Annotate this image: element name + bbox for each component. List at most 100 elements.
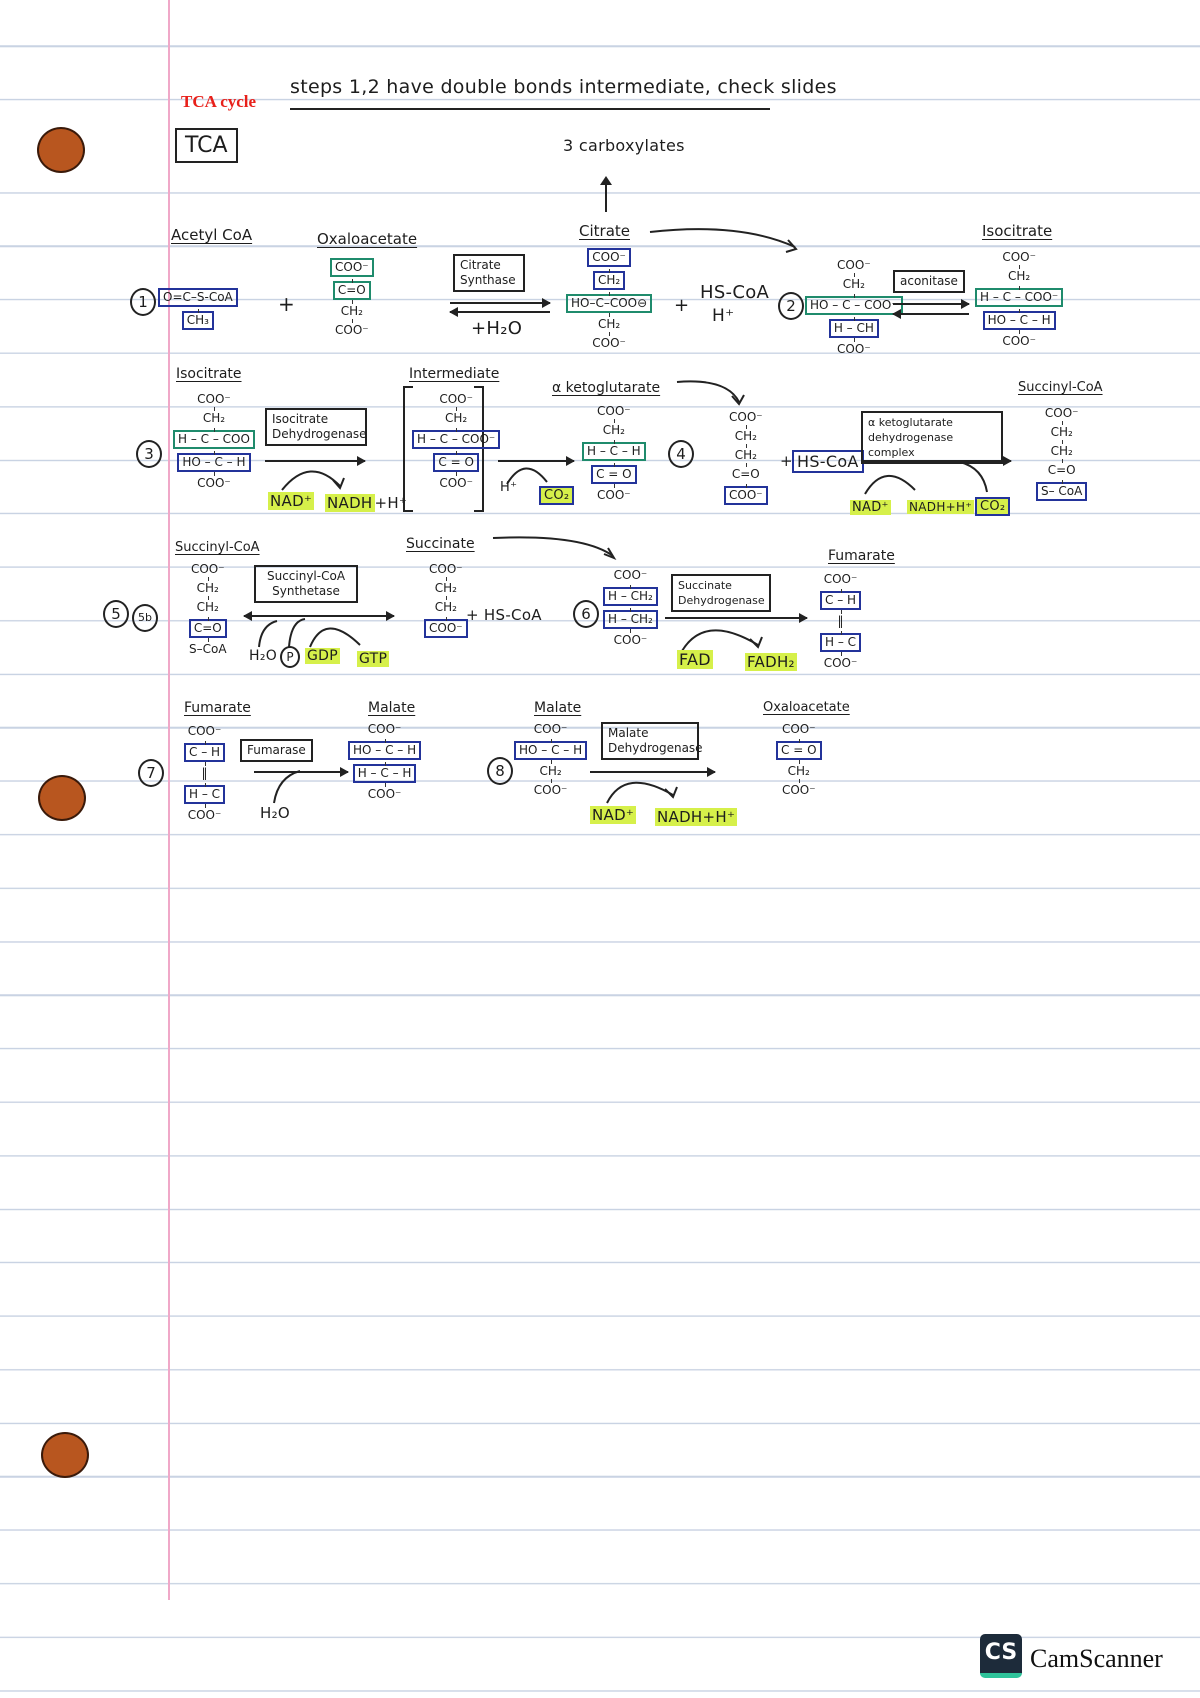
molecule-line: COO⁻: [781, 722, 816, 736]
molecule-line: COO⁻: [589, 332, 629, 351]
molecule-line: COO⁻: [594, 484, 634, 503]
molecule-line: S–CoA: [186, 638, 230, 657]
cofactor-curve-arrows: [864, 461, 988, 495]
up-arrow-head: [600, 176, 612, 185]
molecule-line: H – C – COO⁻: [975, 286, 1064, 307]
molecule-line: CH₂: [1048, 440, 1076, 459]
reverse-arrow: [449, 307, 550, 317]
up-arrow: [605, 180, 607, 212]
step-number-5: 5: [103, 600, 129, 628]
molecule-line: HO – C – H: [177, 451, 251, 472]
molecule-line: CH₂: [338, 300, 366, 319]
forward-arrow: [254, 767, 349, 777]
label-intermediate: Intermediate: [409, 366, 500, 382]
label-acetyl-coa: Acetyl CoA: [171, 226, 253, 244]
molecule-line: CH₂: [200, 407, 228, 426]
molecule-line: HO – C – H: [982, 309, 1056, 330]
molecule-line: ‖: [835, 610, 847, 629]
molecule-line: H – C – H: [352, 762, 417, 783]
molecule-line: C=O: [188, 617, 227, 638]
enzyme-fumarase: Fumarase: [240, 739, 313, 762]
molecule-line: COO⁻: [729, 410, 763, 424]
molecule-line: COO⁻: [429, 562, 463, 576]
h-plus: H⁺: [712, 306, 735, 326]
header-red-label: TCA cycle: [181, 92, 257, 111]
step-number-4: 4: [668, 440, 694, 468]
nadh: NADH: [325, 494, 375, 512]
margin-line: [168, 0, 170, 1600]
molecule-line: COO⁻: [185, 804, 225, 823]
gtp: GTP: [357, 651, 390, 667]
step-number-1: 1: [130, 288, 156, 316]
molecule-line: COO⁻: [837, 258, 871, 272]
molecule-line: COO⁻: [823, 572, 858, 586]
molecule-line: CH₂: [194, 596, 222, 615]
molecule-line: COO⁻: [436, 472, 476, 491]
label-fumarate-2: Fumarate: [184, 700, 251, 716]
label-citrate: Citrate: [579, 222, 630, 240]
punch-hole: [41, 1432, 89, 1478]
molecule-line: COO⁻: [597, 404, 631, 418]
nad-plus: NAD⁺: [850, 500, 891, 515]
hs-coa: HS-CoA: [700, 282, 770, 303]
right-bracket: [474, 386, 484, 512]
water: H₂O: [249, 648, 278, 664]
label-succinate: Succinate: [406, 536, 475, 552]
curve-arrow: [506, 467, 548, 485]
punch-hole: [37, 127, 85, 173]
curved-arrow: [676, 380, 745, 406]
molecule-line: COO⁻: [999, 330, 1039, 349]
plus-sign: +: [278, 292, 296, 316]
molecule-line: CH₂: [1005, 265, 1033, 284]
molecule-line: H – CH₂: [603, 585, 658, 606]
cofactor-curve-arrow: [281, 470, 345, 491]
molecule-line: CH₂: [442, 407, 470, 426]
label-succinyl-coa-2: Succinyl-CoA: [175, 540, 260, 555]
phosphate: P: [280, 646, 300, 668]
molecule-line: COO⁻: [587, 248, 631, 267]
enzyme-aconitase: aconitase: [893, 270, 965, 293]
plus-sign: +: [674, 295, 690, 316]
molecule-line: H – C – H: [582, 440, 646, 461]
fad: FAD: [677, 650, 713, 669]
label-fumarate: Fumarate: [828, 548, 895, 564]
label-malate-2: Malate: [534, 700, 582, 716]
molecule-line: CH₂: [732, 425, 760, 444]
forward-arrow: [893, 299, 970, 309]
gdp: GDP: [305, 648, 340, 664]
molecule-line: COO⁻: [365, 783, 405, 802]
molecule-line: HO – C – H: [348, 739, 422, 760]
molecule-line: COO⁻: [190, 562, 225, 576]
molecule-line: H – C – COO⁻: [412, 428, 501, 449]
nad-plus: NAD⁺: [590, 806, 637, 824]
molecule-line: COO⁻: [533, 722, 568, 736]
molecule-line: C – H: [820, 589, 862, 610]
label-oxaloacetate-2: Oxaloacetate: [763, 700, 850, 715]
water: H₂O: [260, 804, 290, 822]
molecule-line: COO⁻: [613, 568, 648, 582]
carboxylates-note: 3 carboxylates: [563, 136, 685, 155]
header-note: steps 1,2 have double bonds intermediate…: [290, 76, 836, 110]
label-malate: Malate: [368, 700, 416, 716]
molecule-line: CH₂: [432, 596, 460, 615]
hs-coa-boxed: HS-CoA: [792, 450, 864, 473]
molecule-line: ‖: [199, 762, 211, 781]
molecule-line: COO⁻: [531, 779, 571, 798]
forward-arrow: [861, 456, 1012, 466]
co2-released: CO₂: [975, 497, 1011, 516]
tca-box: TCA: [175, 128, 238, 163]
molecule-line: CH₂: [785, 760, 813, 779]
molecule-line: COO⁻: [724, 484, 768, 505]
step-number-6: 6: [573, 600, 599, 628]
molecule-line: HO–C–COO⊖: [566, 292, 653, 313]
molecule-line: COO⁻: [187, 724, 222, 738]
